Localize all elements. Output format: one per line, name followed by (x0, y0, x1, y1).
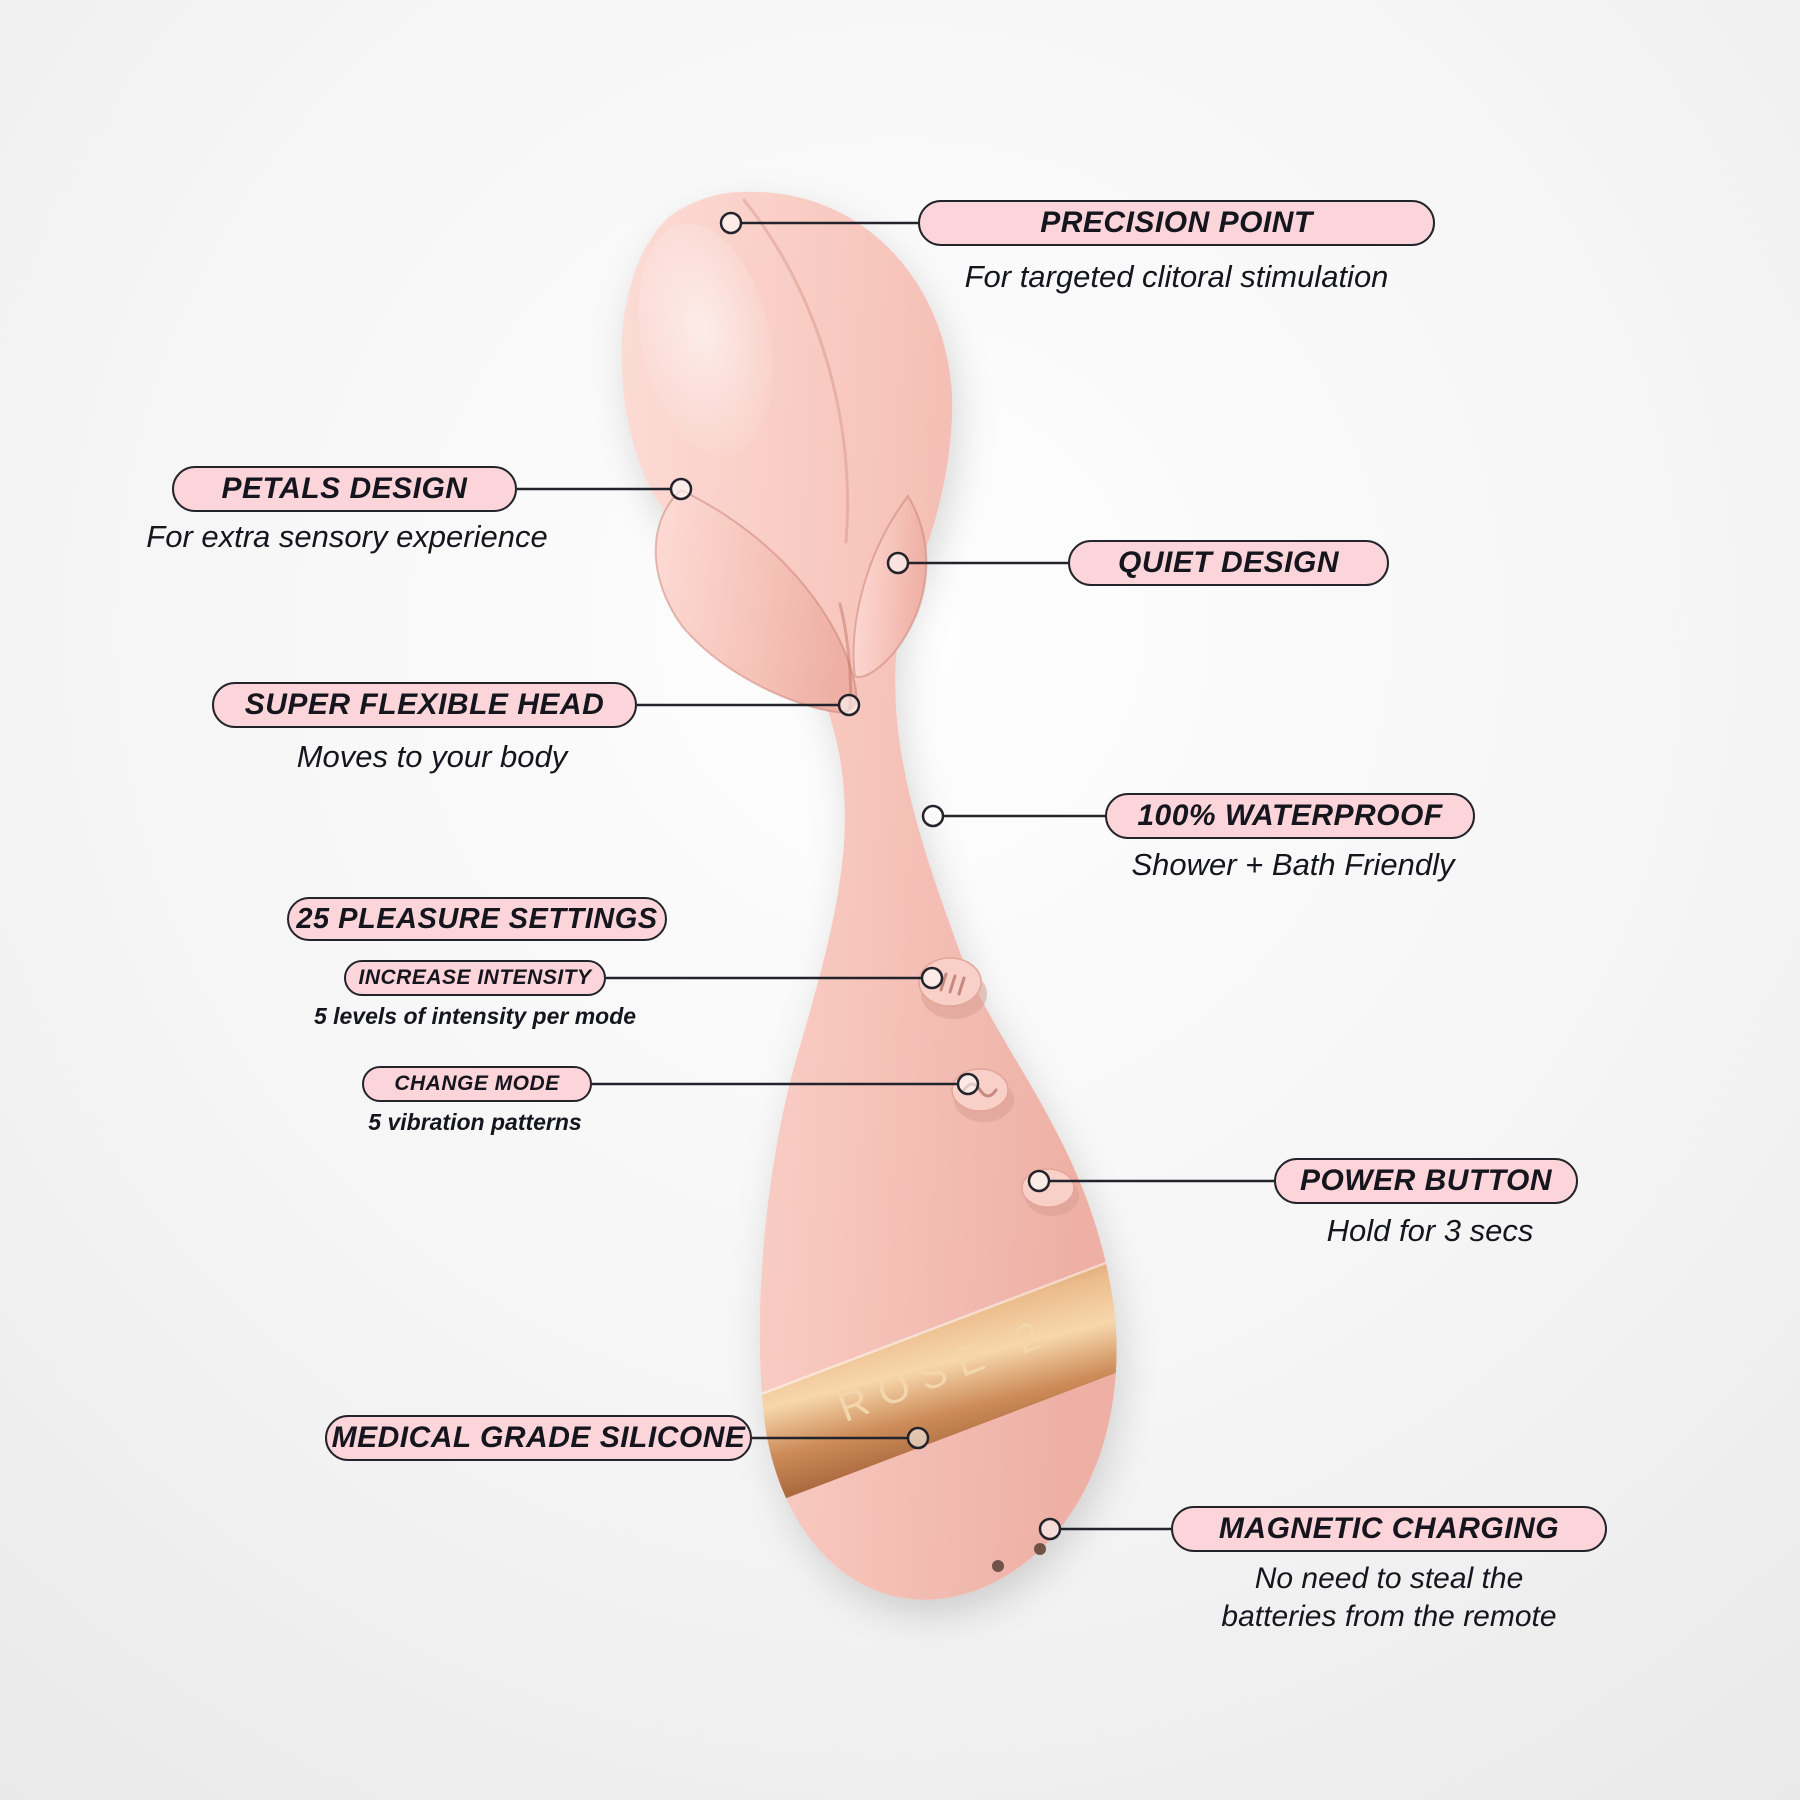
subtitle-waterproof: Shower + Bath Friendly (1131, 847, 1455, 882)
subtitle-change-mode: 5 vibration patterns (368, 1109, 582, 1135)
charging-pin (992, 1560, 1004, 1572)
pill-quiet-design: QUIET DESIGN (1068, 540, 1389, 586)
connector-lines (517, 221, 1274, 1531)
pill-petals-design: PETALS DESIGN (172, 466, 517, 512)
pill-increase-intensity: INCREASE INTENSITY (344, 960, 606, 996)
pill-magnetic-charging: MAGNETIC CHARGING (1171, 1506, 1607, 1552)
subtitle-line-1: No need to steal the (1254, 1562, 1524, 1595)
left-petal (654, 488, 858, 714)
connector-dots (669, 211, 1062, 1541)
intensity-button (918, 957, 987, 1019)
charging-pin (1034, 1543, 1046, 1555)
subtitle-line-2: batteries from the remote (1221, 1599, 1557, 1633)
subtitle-super-flexible-head: Moves to your body (296, 739, 568, 774)
head-highlight (638, 223, 774, 457)
pill-change-mode: CHANGE MODE (362, 1066, 592, 1102)
head-petal-edge (742, 198, 850, 544)
pill-super-flexible-head: SUPER FLEXIBLE HEAD (212, 682, 637, 728)
subtitle-magnetic-charging: No need to steal the batteries from the … (1189, 1560, 1589, 1635)
intensity-icon (939, 972, 966, 996)
pill-waterproof: 100% WATERPROOF (1105, 793, 1475, 839)
subtitle-power-button: Hold for 3 secs (1326, 1213, 1534, 1248)
pill-precision-point: PRECISION POINT (918, 200, 1435, 246)
subtitle-precision-point: For targeted clitoral stimulation (964, 259, 1389, 294)
subtitle-petals-design: For extra sensory experience (146, 519, 548, 554)
pill-power-button: POWER BUTTON (1274, 1158, 1578, 1204)
subtitle-increase-intensity: 5 levels of intensity per mode (313, 1003, 637, 1029)
pill-medical-grade-silicone: MEDICAL GRADE SILICONE (325, 1415, 752, 1461)
pill-pleasure-settings: 25 PLEASURE SETTINGS (287, 897, 667, 941)
